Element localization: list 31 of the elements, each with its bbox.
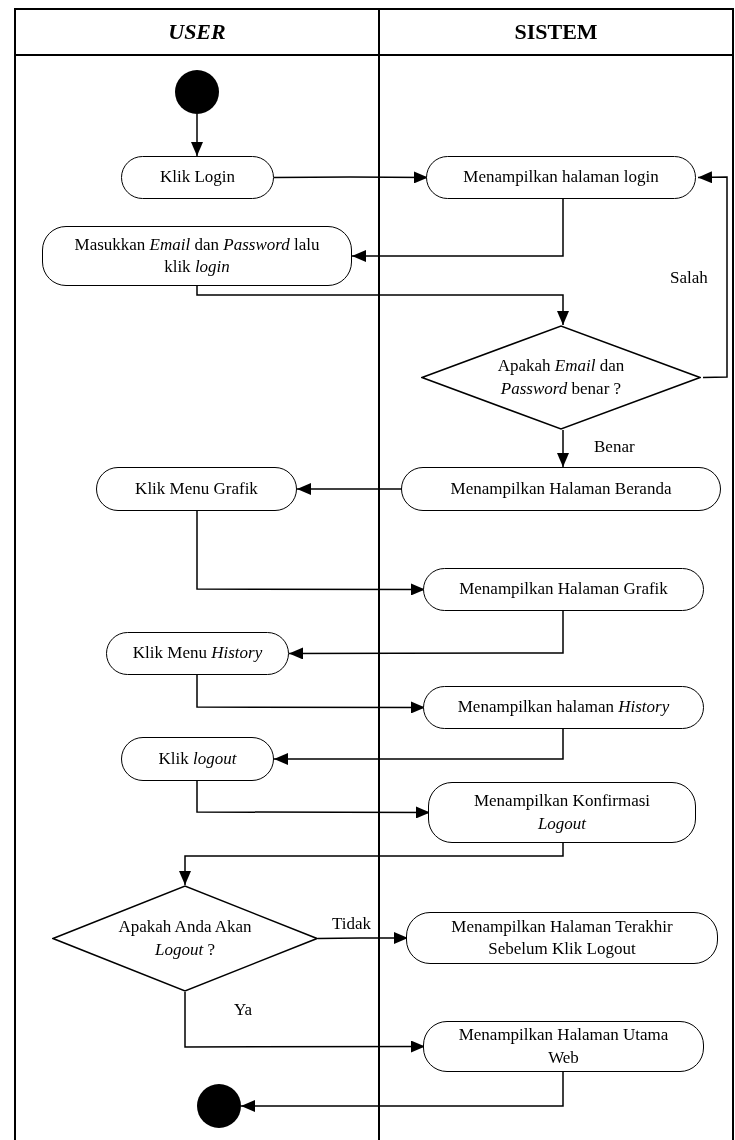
decision-text: Apakah Email dan Password benar ?	[496, 354, 626, 400]
activity-box: Menampilkan Halaman Grafik	[423, 568, 704, 611]
lane-header: SISTEM	[380, 10, 732, 56]
flow-arrow	[196, 285, 569, 326]
flow-arrow	[557, 429, 569, 468]
flow-arrow	[351, 198, 564, 262]
activity-box: Menampilkan halaman History	[423, 686, 704, 729]
flow-arrow	[288, 610, 564, 660]
flow-arrow	[179, 842, 564, 886]
activity-node-circle	[197, 1084, 241, 1128]
swimlane	[14, 8, 380, 1140]
lane-header: USER	[16, 10, 378, 56]
activity-node-circle	[175, 70, 219, 114]
swimlane	[380, 8, 734, 1140]
activity-box: Menampilkan halaman login	[426, 156, 696, 199]
flow-arrow	[697, 171, 728, 379]
decision-diamond	[52, 885, 318, 992]
activity-box: Menampilkan Halaman Terakhir Sebelum Klik Logout	[406, 912, 718, 964]
activity-box: Klik Menu Grafik	[96, 467, 297, 511]
activity-box: Masukkan Email dan Password lalu klik login	[42, 226, 352, 286]
flow-arrow	[273, 728, 564, 765]
activity-box: Klik Menu History	[106, 632, 289, 675]
activity-box: Klik logout	[121, 737, 274, 781]
flow-arrow	[240, 1071, 564, 1112]
activity-box: Menampilkan Konfirmasi Logout	[428, 782, 696, 843]
flow-arrow	[191, 113, 203, 157]
decision-diamond	[421, 325, 701, 430]
activity-box: Klik Login	[121, 156, 274, 199]
decision-text: Apakah Anda Akan Logout ?	[117, 915, 253, 961]
activity-box: Menampilkan Halaman Utama Web	[423, 1021, 704, 1072]
activity-box: Menampilkan Halaman Beranda	[401, 467, 721, 511]
